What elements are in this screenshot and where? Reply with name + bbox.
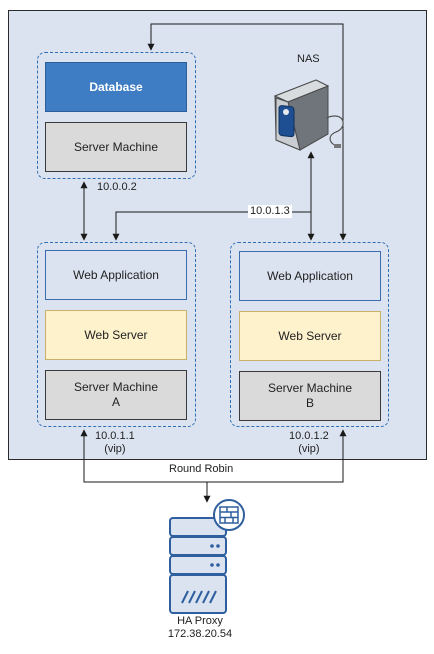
node-b-vip: (vip) [298, 443, 320, 455]
node-a-web-server-box: Web Server [45, 310, 187, 360]
round-robin-link-b [207, 429, 347, 483]
node-a-ip-label: 10.0.1.1 (vip) [95, 430, 135, 456]
node-b-ip: 10.0.1.2 [289, 430, 329, 442]
db-ip-label: 10.0.0.2 [97, 181, 137, 193]
node-a-ip: 10.0.1.1 [95, 430, 135, 442]
ha-proxy-label: HA Proxy 172.38.20.54 [160, 615, 240, 641]
node-b-server-line2: B [305, 396, 314, 410]
node-a-server-machine-box: Server Machine A [45, 370, 187, 420]
node-b-web-application-box: Web Application [239, 251, 381, 301]
round-robin-link-a [80, 429, 207, 483]
node-b-ip-label: 10.0.1.2 (vip) [289, 430, 329, 456]
node-b-server-machine-box: Server Machine B [239, 371, 381, 421]
firewall-icon [213, 499, 245, 531]
ha-proxy-name: HA Proxy [177, 615, 223, 627]
node-a-group [37, 242, 196, 427]
round-robin-label: Round Robin [167, 463, 236, 476]
nas-label: NAS [297, 53, 320, 65]
node-b-web-server-box: Web Server [239, 311, 381, 361]
nas-ip-label: 10.0.1.3 [248, 205, 292, 218]
node-a-server-line1: Server Machine [73, 380, 159, 394]
ha-proxy-ip: 172.38.20.54 [167, 628, 233, 640]
node-a-server-line2: A [111, 395, 120, 409]
node-a-vip: (vip) [104, 443, 126, 455]
nas-drive-icon [273, 79, 344, 151]
nas-to-node-a-link [112, 211, 311, 241]
node-b-server-line1: Server Machine [267, 381, 353, 395]
node-b-group [230, 242, 389, 427]
node-a-web-application-box: Web Application [45, 250, 187, 300]
server-rack-icon [169, 517, 227, 614]
node-b-to-db-link [147, 23, 347, 241]
